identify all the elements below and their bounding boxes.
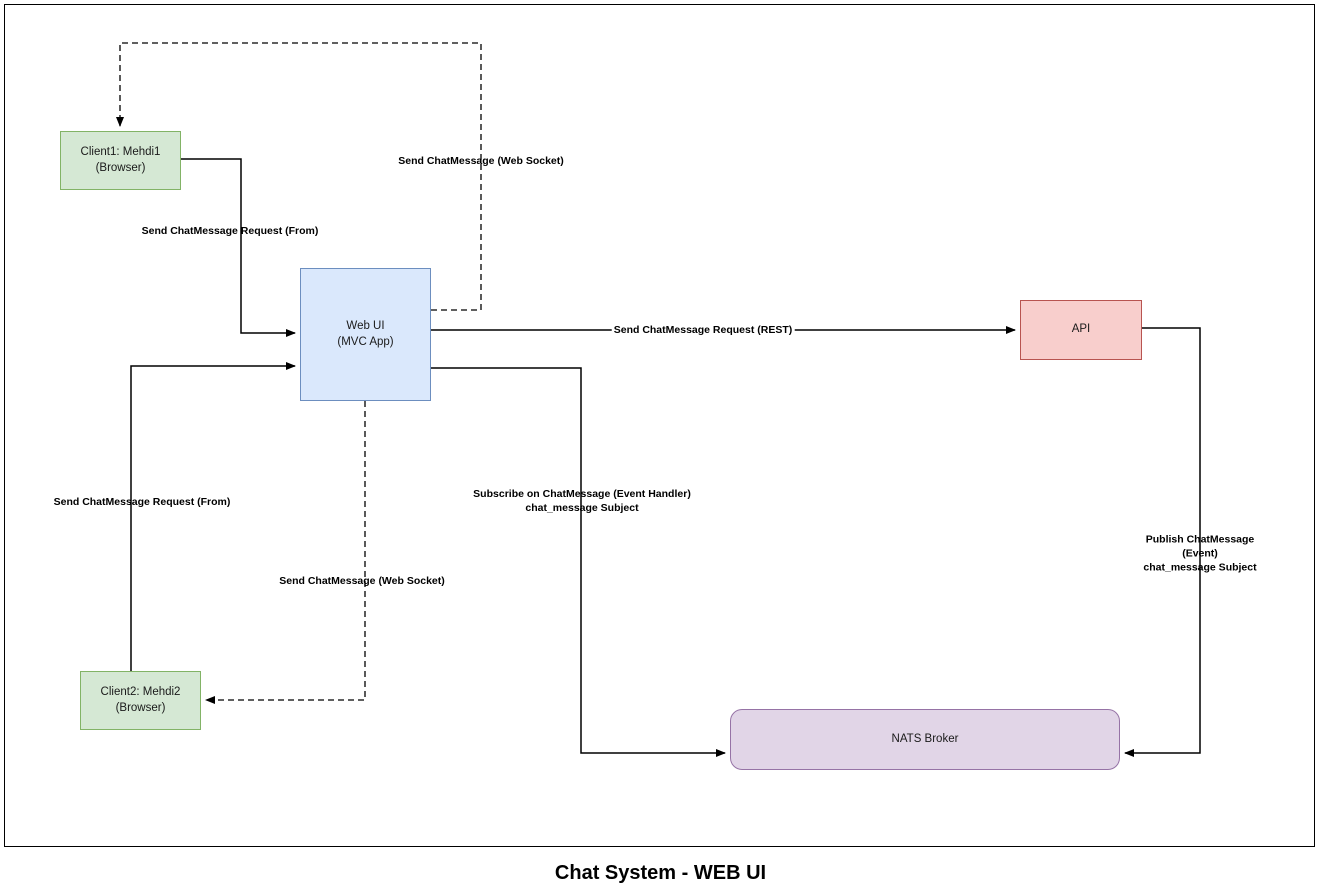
node-client1-label: Client1: Mehdi1 (Browser) [80,145,161,174]
node-nats-broker-label: NATS Broker [891,732,959,745]
edge-client2-to-webui [130,362,296,671]
node-web-ui-label: Web UI (MVC App) [337,319,394,348]
edge-client1-to-webui [181,158,296,337]
node-client1[interactable]: Client1: Mehdi1 (Browser) [60,131,181,190]
edge-webui-to-client1 [116,42,482,311]
node-api-label: API [1071,323,1091,336]
diagram-canvas-border [4,4,1315,847]
diagram-title: Chat System - WEB UI [554,862,767,884]
edge-api-to-nats [1124,327,1201,757]
edge-webui-to-nats [431,367,726,757]
node-client2[interactable]: Client2: Mehdi2 (Browser) [80,671,201,730]
node-api[interactable]: API [1020,300,1142,360]
node-client2-label: Client2: Mehdi2 (Browser) [100,685,181,714]
edge-webui-to-client2 [205,401,366,704]
node-web-ui[interactable]: Web UI (MVC App) [300,268,431,401]
node-nats-broker[interactable]: NATS Broker [730,709,1120,770]
